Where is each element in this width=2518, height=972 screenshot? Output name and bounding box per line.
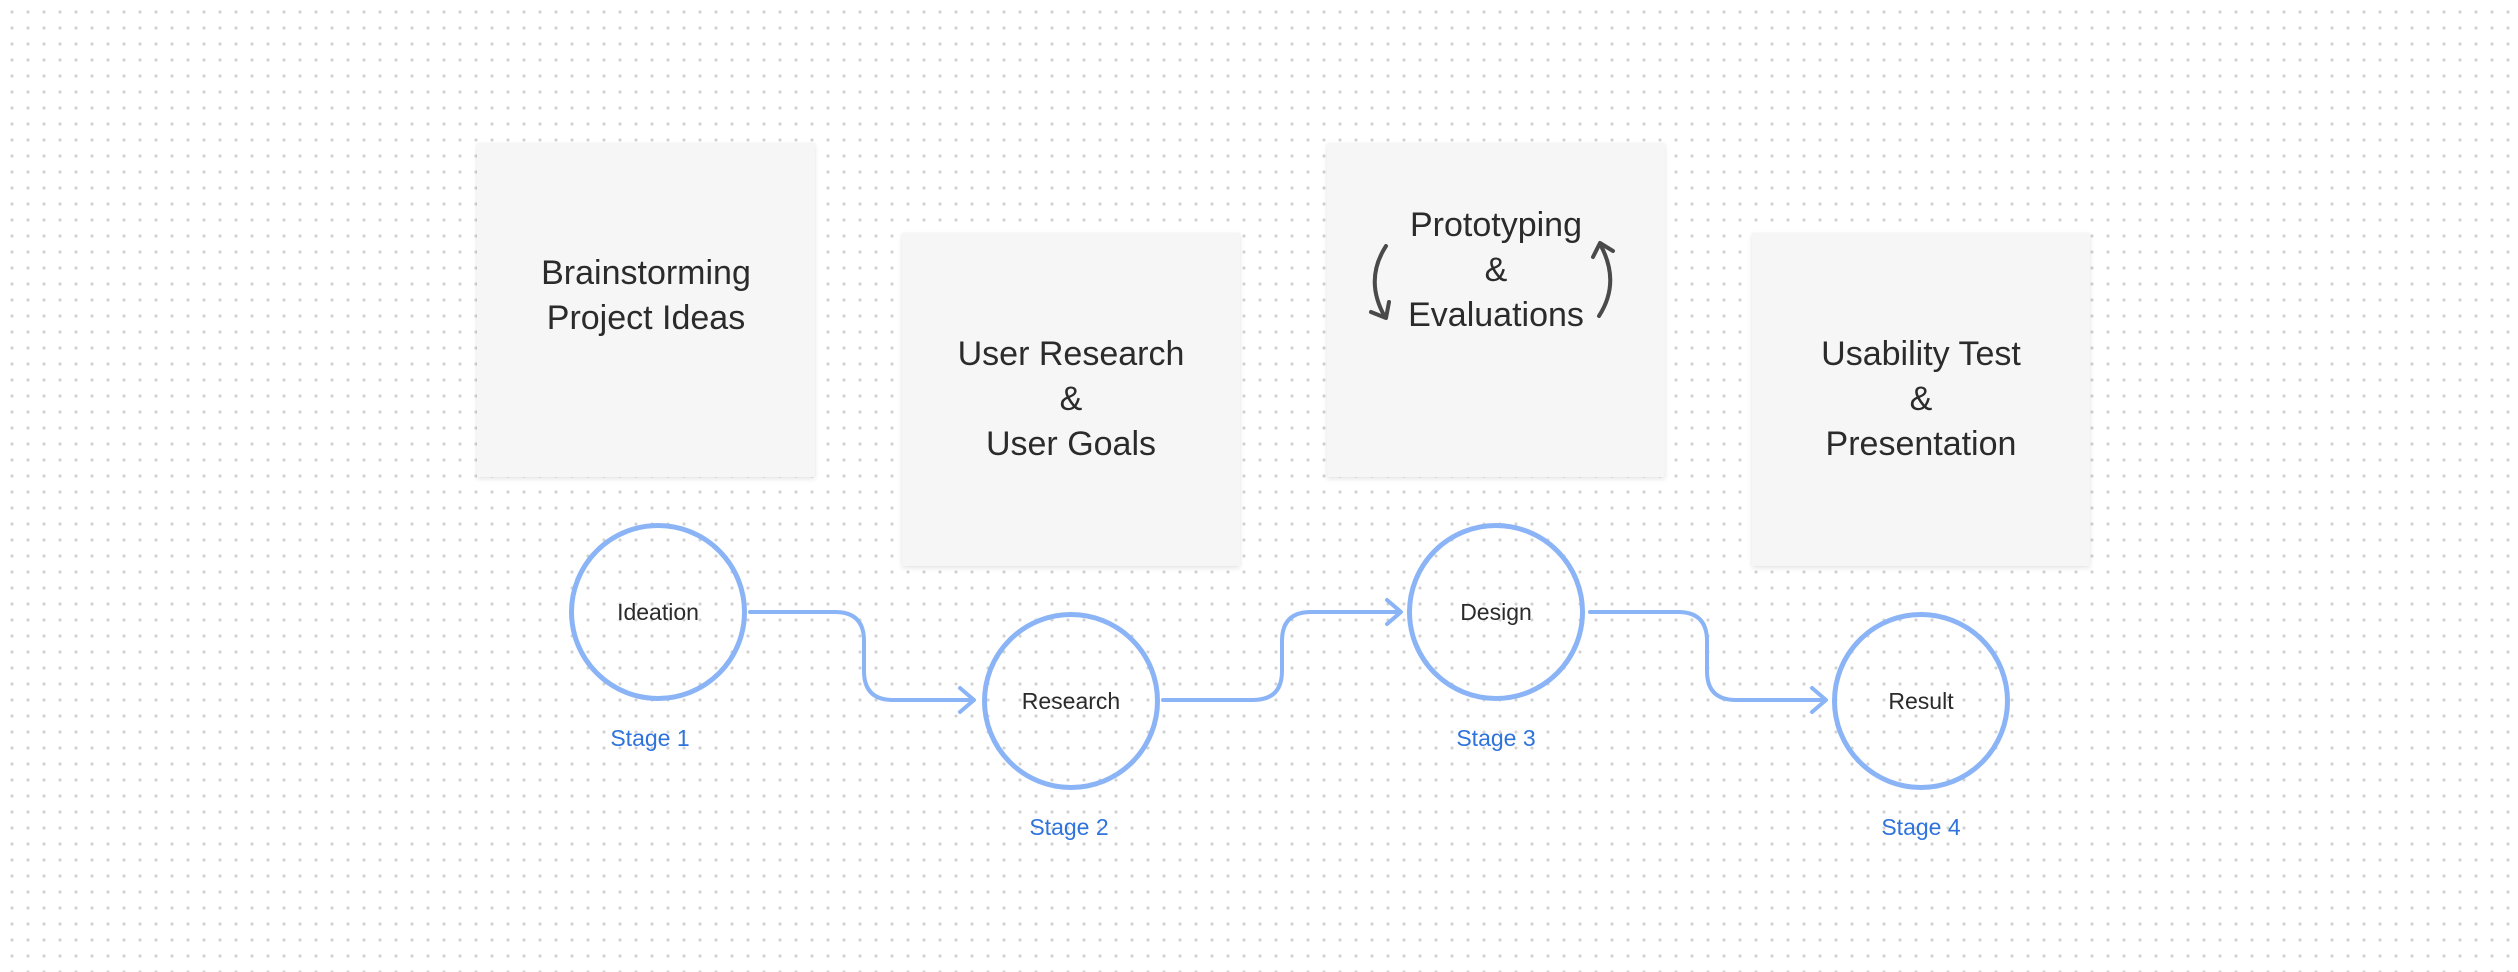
stage-label-3: Stage 3 [1456, 725, 1536, 751]
stage-label-1: Stage 1 [610, 725, 690, 751]
stage-label-2: Stage 2 [1029, 814, 1109, 840]
cycle-arrow-left-icon [1372, 244, 1388, 319]
card-brainstorming: Brainstorming Project Ideas [477, 143, 815, 477]
card-usability-test: Usability Test & Presentation [1752, 233, 2090, 566]
cycle-arrow-right-head-icon [1591, 241, 1615, 259]
connector-3-4 [1588, 610, 1827, 702]
stage-circle-result: Result [1832, 612, 2010, 790]
card-prototyping-text: Prototyping & Evaluations [1408, 206, 1584, 334]
card-usability-test-text: Usability Test & Presentation [1821, 335, 2021, 463]
connector-3-4-arrowhead-icon [1810, 686, 1828, 714]
stage-name-research: Research [1021, 687, 1121, 714]
connector-1-2 [748, 610, 975, 702]
stage-label-4: Stage 4 [1881, 814, 1961, 840]
card-prototyping: Prototyping & Evaluations [1327, 143, 1665, 477]
card-brainstorming-text: Brainstorming Project Ideas [541, 254, 751, 337]
stage-name-design: Design [1460, 598, 1532, 625]
connector-2-3 [1161, 610, 1402, 702]
stage-circle-ideation: Ideation [569, 523, 747, 701]
connector-1-2-arrowhead-icon [958, 686, 976, 714]
stage-name-result: Result [1888, 687, 1954, 714]
stage-circle-research: Research [982, 612, 1160, 790]
cycle-arrow-right-icon [1597, 242, 1613, 318]
cycle-arrow-left-head-icon [1369, 300, 1391, 320]
stage-name-ideation: Ideation [617, 598, 699, 625]
card-user-research: User Research & User Goals [902, 233, 1240, 566]
connector-2-3-arrowhead-icon [1385, 598, 1403, 626]
stage-circle-design: Design [1407, 523, 1585, 701]
card-user-research-text: User Research & User Goals [957, 335, 1185, 463]
